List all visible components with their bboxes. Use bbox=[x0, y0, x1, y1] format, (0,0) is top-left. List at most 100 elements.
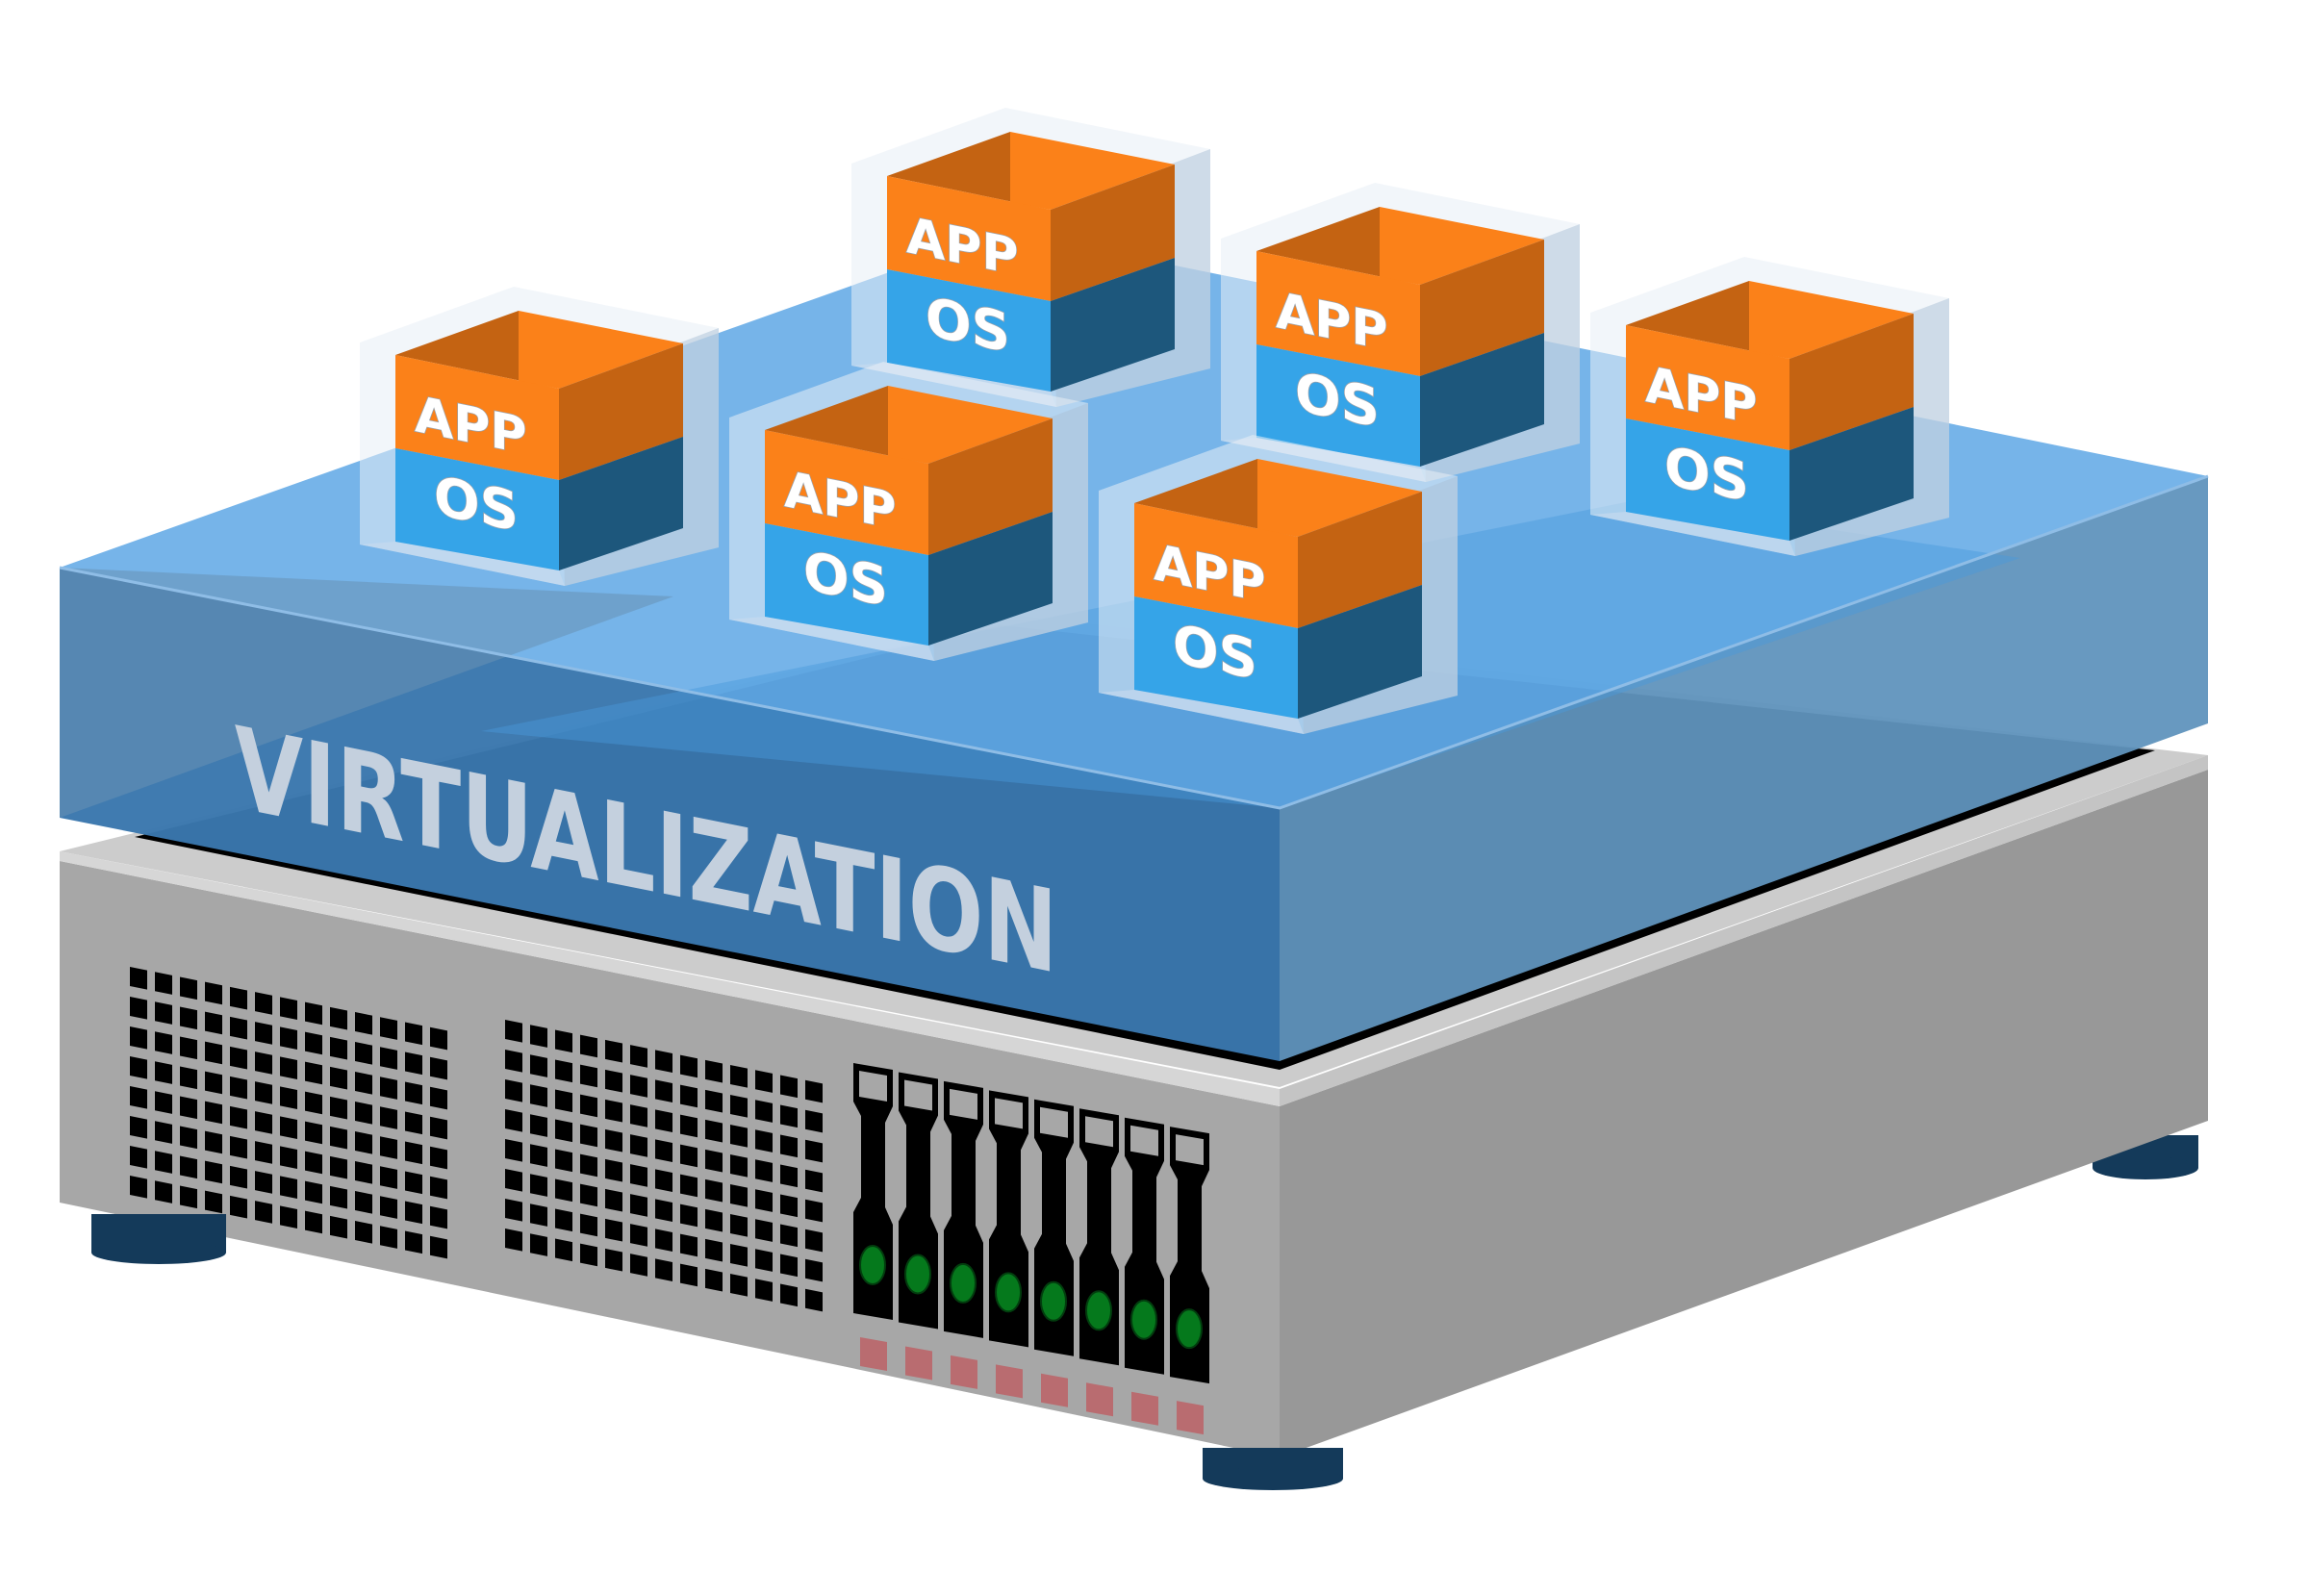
vent-hole bbox=[655, 1109, 672, 1132]
vm-os-layer-front bbox=[887, 269, 1051, 392]
server-side-face bbox=[1280, 770, 2208, 1457]
vent-hole bbox=[230, 1046, 247, 1070]
vm-glass-base bbox=[1590, 512, 1795, 556]
vent-hole bbox=[680, 1054, 698, 1078]
vent-hole bbox=[580, 1183, 597, 1207]
vent-hole bbox=[130, 1086, 147, 1109]
vent-hole bbox=[505, 1109, 522, 1132]
vm-os-layer-side bbox=[1420, 333, 1544, 467]
vent-hole bbox=[280, 1146, 297, 1169]
drive-bay[interactable] bbox=[989, 1090, 1028, 1348]
vent-hole bbox=[530, 1144, 547, 1167]
vent-hole bbox=[805, 1079, 823, 1103]
vent-hole bbox=[230, 1165, 247, 1189]
vent-hole bbox=[630, 1194, 647, 1217]
vent-hole bbox=[705, 1268, 723, 1292]
vent-hole bbox=[305, 1031, 322, 1055]
vent-hole bbox=[730, 1214, 748, 1237]
vm-app-layer-side bbox=[928, 418, 1053, 555]
vent-hole bbox=[355, 1221, 372, 1244]
vent-hole bbox=[605, 1248, 622, 1272]
vent-hole bbox=[330, 1096, 347, 1120]
vent-hole bbox=[555, 1059, 572, 1083]
vent-hole bbox=[755, 1219, 773, 1242]
vent-hole bbox=[180, 1066, 197, 1090]
vm-os-layer-front bbox=[1256, 344, 1420, 467]
vent-hole bbox=[705, 1238, 723, 1262]
vent-hole bbox=[705, 1059, 723, 1083]
vent-hole bbox=[630, 1075, 647, 1098]
vent-hole bbox=[330, 1036, 347, 1060]
vent-hole bbox=[280, 1026, 297, 1050]
vent-hole bbox=[205, 1071, 222, 1095]
server-foot-front-right bbox=[1203, 1448, 1343, 1490]
vent-hole bbox=[755, 1100, 773, 1123]
vent-hole bbox=[155, 1151, 172, 1174]
vent-hole bbox=[255, 1141, 272, 1164]
drive-label-window bbox=[1085, 1116, 1113, 1148]
vent-hole bbox=[380, 1077, 397, 1100]
vent-hole bbox=[205, 981, 222, 1005]
vent-hole bbox=[655, 1139, 672, 1162]
virtualization-front-shine bbox=[60, 568, 673, 818]
vent-hole bbox=[405, 1111, 422, 1135]
vm-os-layer-side bbox=[1789, 407, 1914, 541]
drive-bay[interactable] bbox=[1034, 1099, 1074, 1356]
vent-hole bbox=[130, 997, 147, 1020]
vent-hole bbox=[280, 997, 297, 1020]
vent-hole bbox=[305, 1061, 322, 1085]
vent-hole bbox=[580, 1213, 597, 1237]
drive-label-window bbox=[950, 1088, 977, 1120]
drive-bay[interactable] bbox=[944, 1080, 983, 1338]
vm-app-layer-side bbox=[1420, 240, 1544, 376]
vent-hole bbox=[355, 1072, 372, 1095]
vent-hole bbox=[755, 1159, 773, 1182]
vent-hole bbox=[305, 1091, 322, 1115]
vent-hole bbox=[555, 1119, 572, 1143]
vm-inner-wall-right bbox=[519, 311, 683, 389]
vent-hole bbox=[705, 1149, 723, 1173]
vent-hole bbox=[380, 1226, 397, 1249]
vent-hole bbox=[330, 1006, 347, 1030]
vent-hole bbox=[780, 1075, 798, 1099]
vent-hole bbox=[255, 1081, 272, 1104]
drive-bay[interactable] bbox=[1170, 1127, 1209, 1384]
vent-hole bbox=[780, 1283, 798, 1307]
drive-bay[interactable] bbox=[1125, 1117, 1164, 1375]
vent-hole bbox=[680, 1233, 698, 1257]
server-side-rim bbox=[1280, 755, 2208, 1106]
vent-hole bbox=[580, 1034, 597, 1058]
vent-hole bbox=[805, 1199, 823, 1223]
vent-hole bbox=[430, 1116, 447, 1140]
vent-hole bbox=[655, 1079, 672, 1102]
vent-hole bbox=[330, 1126, 347, 1150]
vent-hole bbox=[655, 1229, 672, 1252]
server-front-rim bbox=[60, 851, 1280, 1106]
vm-app-layer-side bbox=[559, 343, 683, 480]
vm-os-layer-side bbox=[1298, 585, 1422, 719]
vent-hole bbox=[505, 1229, 522, 1252]
vent-hole bbox=[780, 1104, 798, 1128]
drive-bay[interactable] bbox=[1079, 1108, 1119, 1366]
vm-os-layer-front bbox=[1134, 596, 1298, 719]
vm-inner-wall bbox=[1256, 207, 1420, 285]
vm-inner-wall-right bbox=[1010, 132, 1175, 210]
vent-hole bbox=[805, 1288, 823, 1312]
drive-bay[interactable] bbox=[899, 1072, 938, 1330]
vent-hole bbox=[155, 972, 172, 995]
vent-hole bbox=[580, 1243, 597, 1267]
vm-inner-wall-right bbox=[1380, 207, 1544, 285]
vent-hole bbox=[255, 1201, 272, 1224]
drive-bay[interactable] bbox=[853, 1063, 893, 1320]
vent-hole bbox=[780, 1254, 798, 1278]
vent-hole bbox=[255, 1051, 272, 1075]
vm-os-layer-front bbox=[765, 523, 928, 646]
vent-hole bbox=[205, 1130, 222, 1154]
